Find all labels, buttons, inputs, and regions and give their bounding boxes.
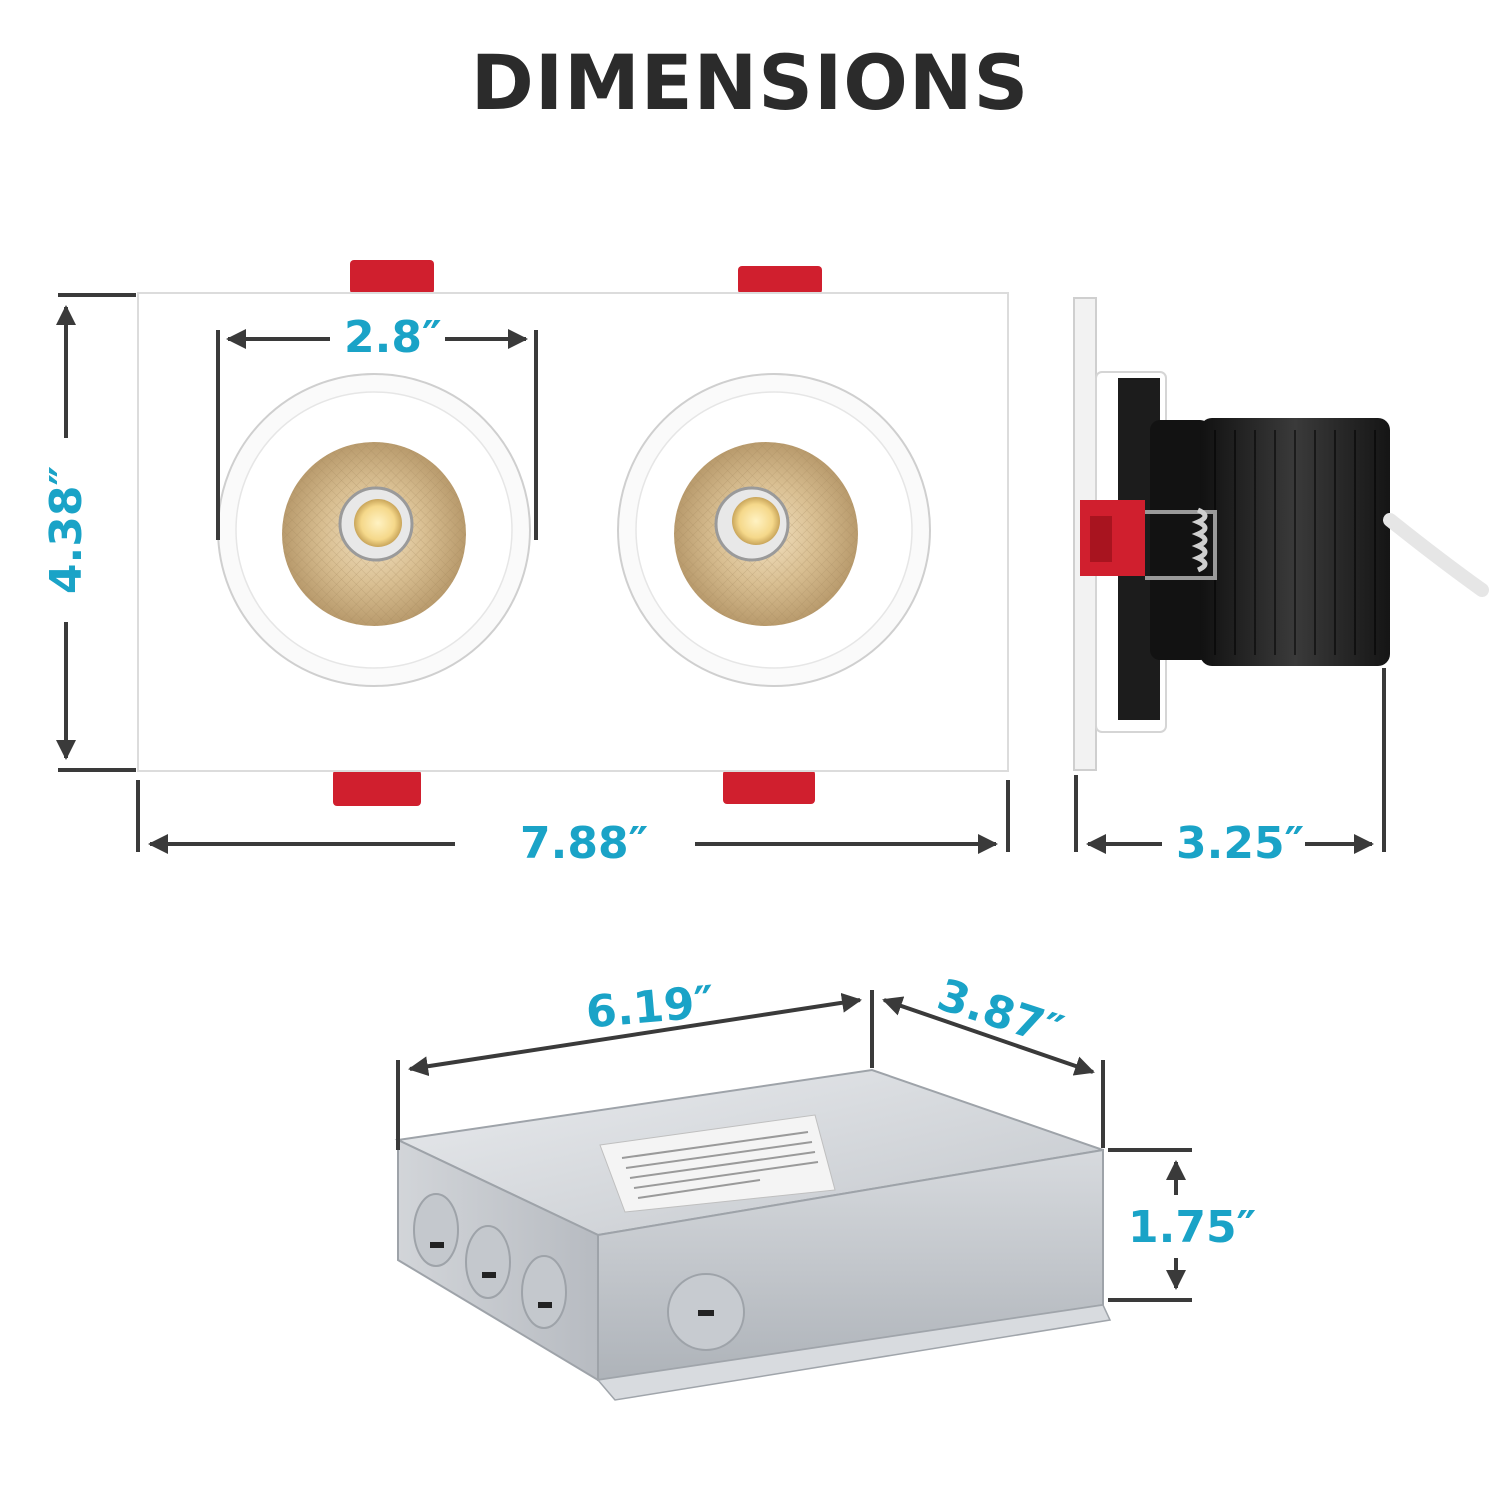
clip-top-left	[350, 260, 434, 294]
junction-box	[394, 990, 1192, 1401]
box-length-label: 6.19″	[583, 976, 717, 1039]
gimbal-right	[617, 373, 931, 687]
clip-bottom-left	[333, 770, 421, 806]
fixture-depth-label: 3.25″	[1176, 818, 1305, 869]
clip-bottom-right	[723, 770, 815, 804]
page-title: DIMENSIONS	[470, 38, 1030, 127]
aperture-diameter-label: 2.8″	[344, 312, 442, 363]
gimbal-left	[217, 373, 531, 687]
trim-width-label: 7.88″	[520, 818, 649, 869]
box-height-label: 1.75″	[1128, 1202, 1257, 1253]
fixture-front-view	[56, 260, 1010, 854]
trim-height-label: 4.38″	[41, 465, 92, 595]
clip-top-right	[738, 266, 822, 294]
fixture-side-view	[1073, 297, 1489, 854]
